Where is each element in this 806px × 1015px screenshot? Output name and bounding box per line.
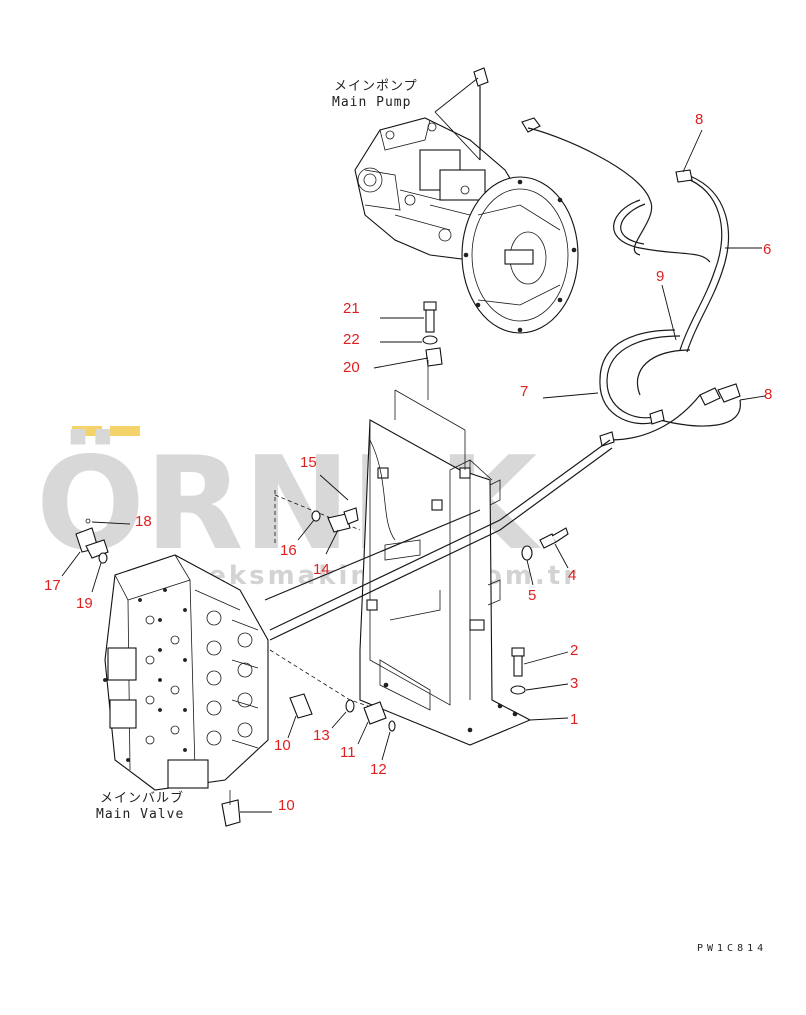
callout-10-a: 10 (274, 737, 291, 754)
callout-5: 5 (528, 587, 536, 604)
callout-21: 21 (343, 300, 360, 317)
bracket-stand (359, 347, 532, 746)
callout-10-b: 10 (278, 797, 295, 814)
callout-11: 11 (340, 744, 356, 761)
callout-3: 3 (570, 675, 578, 692)
callout-22: 22 (343, 331, 360, 348)
callout-17: 17 (44, 577, 61, 594)
callout-18: 18 (135, 513, 152, 530)
callout-6: 6 (763, 241, 771, 258)
main-valve-label-en: Main Valve (96, 807, 184, 822)
main-pump (354, 67, 579, 334)
callout-9: 9 (656, 268, 664, 285)
callout-19: 19 (76, 595, 93, 612)
callout-8-top: 8 (695, 111, 703, 128)
callout-12: 12 (370, 761, 387, 778)
callout-4: 4 (568, 567, 576, 584)
hardware (61, 129, 766, 827)
callout-1: 1 (570, 711, 578, 728)
main-pump-label-jp: メインポンプ (334, 79, 418, 94)
callout-2: 2 (570, 642, 578, 659)
watermark-umlaut-right (110, 426, 140, 436)
callout-8-right: 8 (764, 386, 772, 403)
callout-14: 14 (313, 561, 330, 578)
main-valve (103, 554, 269, 805)
main-valve-label-jp: メインバルブ (100, 790, 184, 806)
drawing-code: PW1C814 (697, 943, 767, 954)
watermark-umlaut-left (72, 426, 102, 436)
callout-13: 13 (313, 727, 330, 744)
callout-16: 16 (280, 542, 297, 559)
callout-7: 7 (520, 383, 528, 400)
callout-15: 15 (300, 454, 317, 471)
callout-20: 20 (343, 359, 360, 376)
hoses (527, 127, 741, 447)
main-pump-label-en: Main Pump (332, 95, 411, 110)
